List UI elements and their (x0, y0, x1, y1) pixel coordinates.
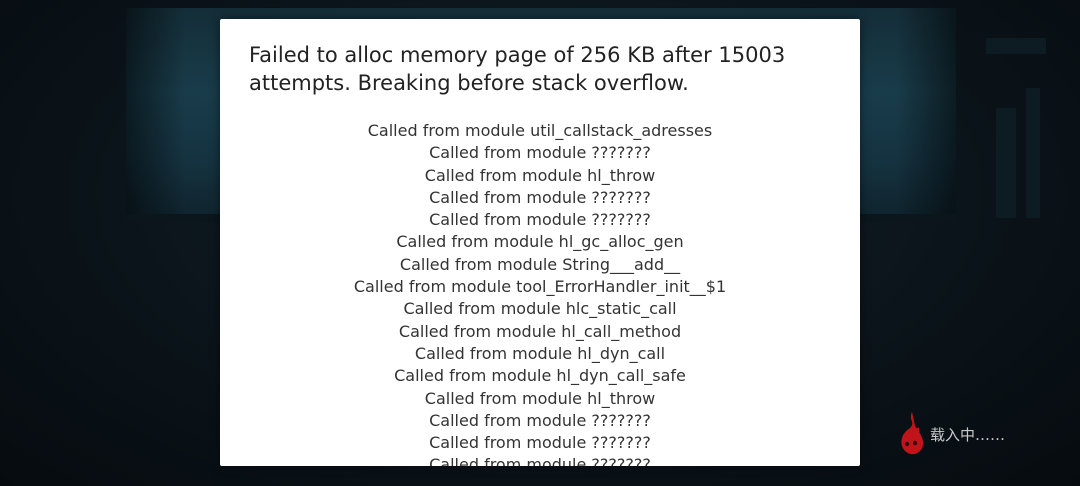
error-dialog: Failed to alloc memory page of 256 KB af… (220, 19, 860, 466)
callstack-line: Called from module ??????? (429, 455, 651, 466)
error-message: Failed to alloc memory page of 256 KB af… (249, 43, 786, 95)
callstack-line: Called from module ??????? (429, 410, 651, 430)
callstack-line: Called from module hl_throw (424, 388, 656, 408)
callstack-list[interactable]: Called from module util_callstack_adress… (220, 120, 860, 466)
background-pillar (1026, 88, 1040, 218)
loading-indicator: 载入中…… (898, 408, 1028, 458)
callstack-line: Called from module String___add__ (399, 254, 681, 274)
callstack-line: Called from module hl_dyn_call (414, 343, 666, 363)
callstack-line: Called from module util_callstack_adress… (367, 121, 713, 140)
loading-label: 载入中…… (930, 426, 1006, 444)
callstack-line: Called from module ??????? (429, 187, 651, 207)
background-beam (986, 38, 1046, 54)
callstack-line: Called from module tool_ErrorHandler_ini… (353, 277, 727, 297)
callstack-line: Called from module hl_dyn_call_safe (394, 366, 686, 386)
callstack-line: Called from module ??????? (429, 210, 651, 230)
background-pillar (996, 108, 1016, 218)
callstack-line: Called from module hl_throw (424, 165, 656, 185)
callstack-line: Called from module ??????? (429, 143, 651, 163)
flame-loading-icon (901, 412, 924, 455)
callstack-line: Called from module ??????? (429, 433, 651, 453)
callstack-line: Called from module hlc_static_call (403, 299, 677, 319)
callstack-line: Called from module hl_call_method (398, 321, 682, 341)
callstack-line: Called from module hl_gc_alloc_gen (396, 232, 684, 252)
